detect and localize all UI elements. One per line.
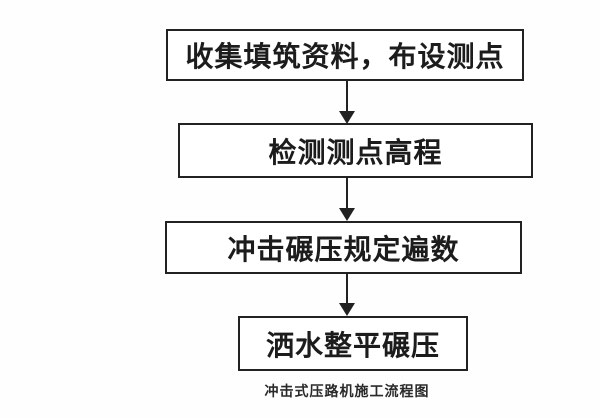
arrow-down-icon (339, 178, 355, 221)
flow-step-label: 冲击碾压规定遍数 (227, 233, 460, 265)
flow-step-collect-data: 收集填筑资料，布设测点 (166, 29, 524, 81)
arrow-head (339, 111, 355, 124)
arrow-down-icon (339, 81, 355, 124)
arrow-line (346, 81, 348, 111)
arrow-line (346, 178, 348, 208)
flow-step-label: 洒水整平碾压 (265, 329, 440, 361)
arrow-line (346, 274, 348, 303)
flow-step-check-elevation: 检测测点高程 (178, 123, 533, 178)
arrow-down-icon (339, 274, 355, 316)
arrow-head (339, 303, 355, 316)
flow-step-label: 检测测点高程 (268, 136, 443, 168)
flowchart-caption: 冲击式压路机施工流程图 (264, 383, 430, 399)
flow-step-water-leveling: 洒水整平碾压 (238, 316, 468, 371)
flow-step-impact-rolling: 冲击碾压规定遍数 (165, 221, 522, 274)
arrow-head (339, 208, 355, 221)
flow-step-label: 收集填筑资料，布设测点 (185, 41, 505, 72)
